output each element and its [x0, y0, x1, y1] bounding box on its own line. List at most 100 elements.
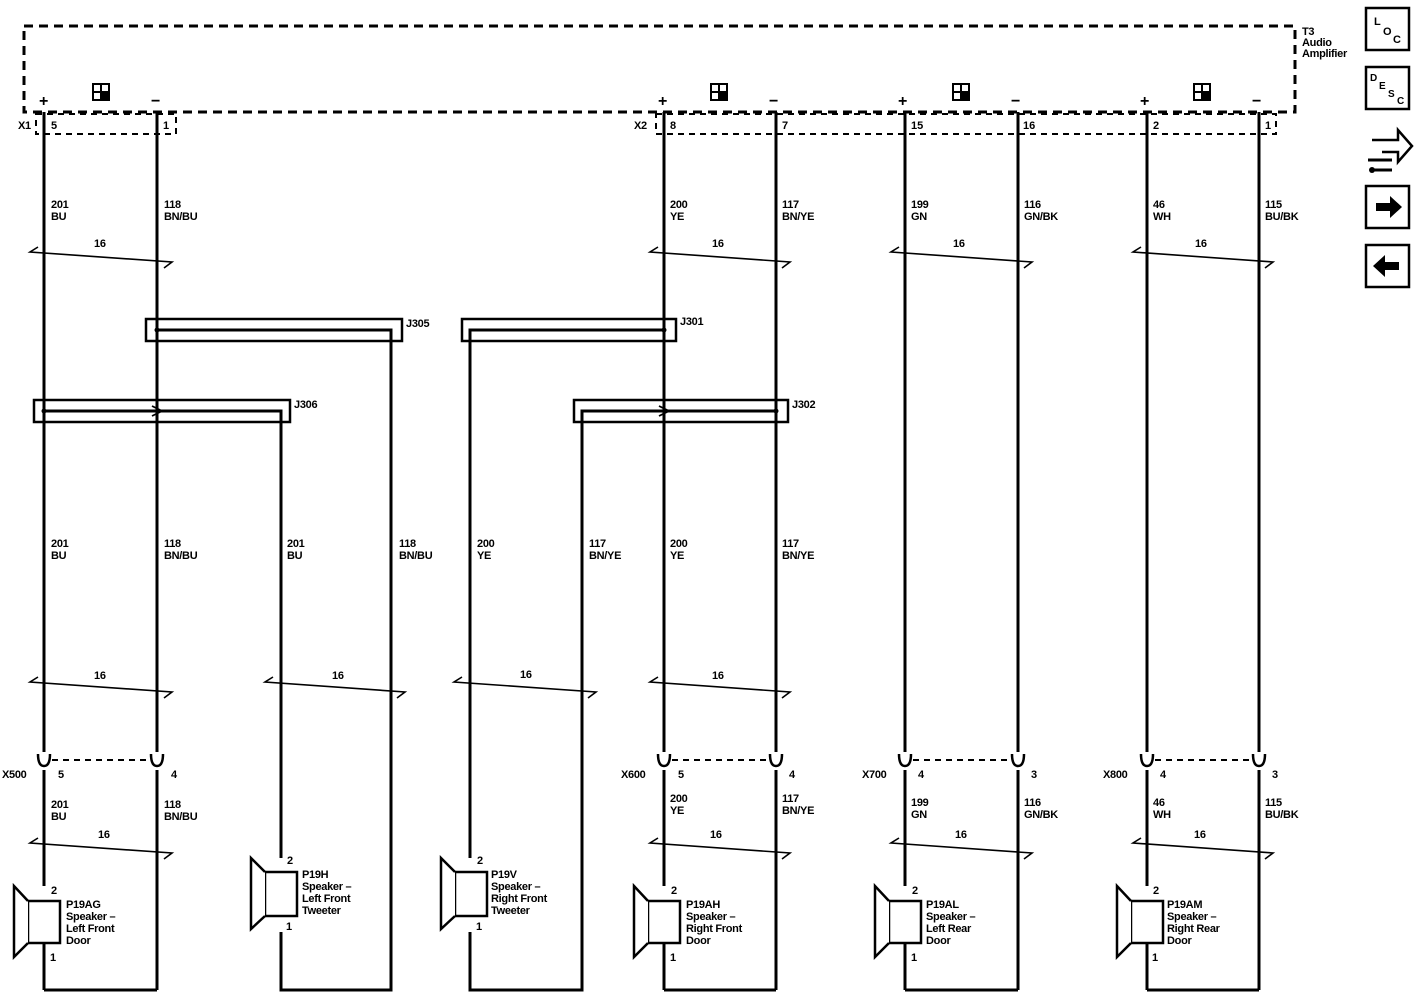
splice-label-j302: J302 [792, 399, 815, 411]
polarity-marks: + − + − + − + − [39, 93, 1261, 110]
circuit-number: 46 [1153, 199, 1165, 211]
gauge-label: 16 [94, 238, 106, 250]
plus-sign: + [39, 93, 48, 110]
splice-label-j301: J301 [680, 316, 703, 328]
gauge-label: 16 [332, 670, 344, 682]
circuit-number: 115 [1265, 797, 1282, 809]
gauge-label: 16 [520, 669, 532, 681]
pin-number: 1 [1265, 120, 1271, 132]
wire-color: BU [51, 211, 67, 223]
wire-color: BN/YE [782, 805, 814, 817]
arrow-right-icon [1376, 196, 1402, 218]
description-button[interactable]: D E S C [1364, 65, 1411, 111]
pin-number: 15 [911, 120, 923, 132]
wire-color: BN/YE [589, 550, 621, 562]
circuit-number: 117 [782, 538, 799, 550]
pin-number: 4 [1160, 769, 1167, 781]
gauge-label: 16 [710, 829, 722, 841]
circuit-number: 117 [782, 199, 799, 211]
svg-text:Door: Door [686, 935, 711, 947]
speaker-id: P19AG [66, 899, 101, 911]
svg-text:1: 1 [911, 952, 917, 964]
amplifier-outline [22, 24, 1297, 114]
svg-text:Door: Door [1167, 935, 1192, 947]
gauge-label: 16 [953, 238, 965, 250]
gauge-label: 16 [955, 829, 967, 841]
splice-j306 [32, 398, 292, 424]
wire-color: WH [1153, 809, 1171, 821]
svg-text:2: 2 [1153, 885, 1159, 897]
svg-text:Left Front: Left Front [302, 893, 351, 905]
arrow-left-icon [1373, 255, 1399, 277]
speaker-icon [887, 899, 923, 945]
channel-icon-1 [92, 83, 110, 101]
speaker-p19v: 2 1 P19V Speaker – Right Front Tweeter [439, 854, 548, 933]
amplifier-name-2: Audio [1302, 37, 1332, 49]
minus-sign: − [1011, 93, 1020, 110]
wire-color: BN/BU [164, 811, 198, 823]
svg-text:2: 2 [671, 885, 677, 897]
connector-x500-label: X500 [2, 769, 27, 781]
speaker-icon [26, 899, 62, 945]
svg-text:Tweeter: Tweeter [302, 905, 342, 917]
gauge-label: 16 [712, 238, 724, 250]
pin-number: 4 [789, 769, 796, 781]
splice-label-j305: J305 [406, 318, 429, 330]
top-wire-labels: 201 BU 118 BN/BU 200 YE 117 BN/YE 199 GN… [51, 199, 1299, 223]
plus-sign: + [898, 93, 907, 110]
speaker-p19ah: 2 1 P19AH Speaker – Right Front Door [632, 882, 743, 964]
svg-text:2: 2 [51, 885, 57, 897]
forward-button[interactable] [1364, 184, 1411, 230]
channel-icon-2 [710, 83, 728, 101]
svg-text:Left Rear: Left Rear [926, 923, 972, 935]
top-pins: 5 1 8 7 15 16 2 1 [51, 120, 1271, 132]
gauge-label: 16 [712, 670, 724, 682]
gauge-label: 16 [1195, 238, 1207, 250]
plus-sign: + [1140, 93, 1149, 110]
wire-color: BN/YE [782, 550, 814, 562]
location-button[interactable]: L O C [1364, 6, 1411, 52]
svg-text:Speaker –: Speaker – [302, 881, 351, 893]
wire-color: BN/YE [782, 211, 814, 223]
minus-sign: − [1252, 93, 1261, 110]
svg-text:1: 1 [50, 952, 56, 964]
connector-views-button[interactable] [1368, 126, 1414, 173]
circuit-number: 116 [1024, 797, 1041, 809]
circuit-number: 201 [51, 799, 69, 811]
wire-color: BN/BU [164, 211, 198, 223]
svg-text:Right Front: Right Front [686, 923, 743, 935]
pin-number: 16 [1023, 120, 1035, 132]
svg-text:1: 1 [476, 921, 482, 933]
gauge-label: 16 [1194, 829, 1206, 841]
splice-j302 [572, 398, 790, 424]
svg-text:O: O [1383, 26, 1392, 38]
svg-text:Speaker –: Speaker – [66, 911, 115, 923]
splice-packs: J305 J301 J306 J302 [32, 316, 816, 424]
plus-sign: + [658, 93, 667, 110]
svg-text:1: 1 [670, 952, 676, 964]
wire-color: GN [911, 809, 927, 821]
svg-text:2: 2 [912, 885, 918, 897]
channel-icon-3 [952, 83, 970, 101]
wire-color: BU [51, 811, 67, 823]
wire-color: YE [477, 550, 491, 562]
speaker-p19al: 2 1 P19AL Speaker – Left Rear Door [873, 882, 976, 964]
svg-text:Speaker –: Speaker – [686, 911, 735, 923]
svg-text:1: 1 [286, 921, 292, 933]
pin-number: 1 [163, 120, 169, 132]
circuit-number: 116 [1024, 199, 1041, 211]
circuit-number: 199 [911, 797, 929, 809]
svg-text:Door: Door [66, 935, 91, 947]
speaker-p19h: 2 1 P19H Speaker – Left Front Tweeter [249, 854, 352, 933]
wire-color: BU/BK [1265, 809, 1299, 821]
amplifier-name-3: Amplifier [1302, 48, 1348, 60]
wire-color: GN/BK [1024, 211, 1058, 223]
minus-sign: − [151, 93, 160, 110]
speaker-id: P19AH [686, 899, 720, 911]
wire-color: BN/BU [164, 550, 198, 562]
back-button[interactable] [1364, 243, 1411, 289]
wire-color: GN [911, 211, 927, 223]
svg-text:Tweeter: Tweeter [491, 905, 531, 917]
circuit-number: 118 [164, 538, 181, 550]
svg-text:C: C [1393, 34, 1401, 46]
